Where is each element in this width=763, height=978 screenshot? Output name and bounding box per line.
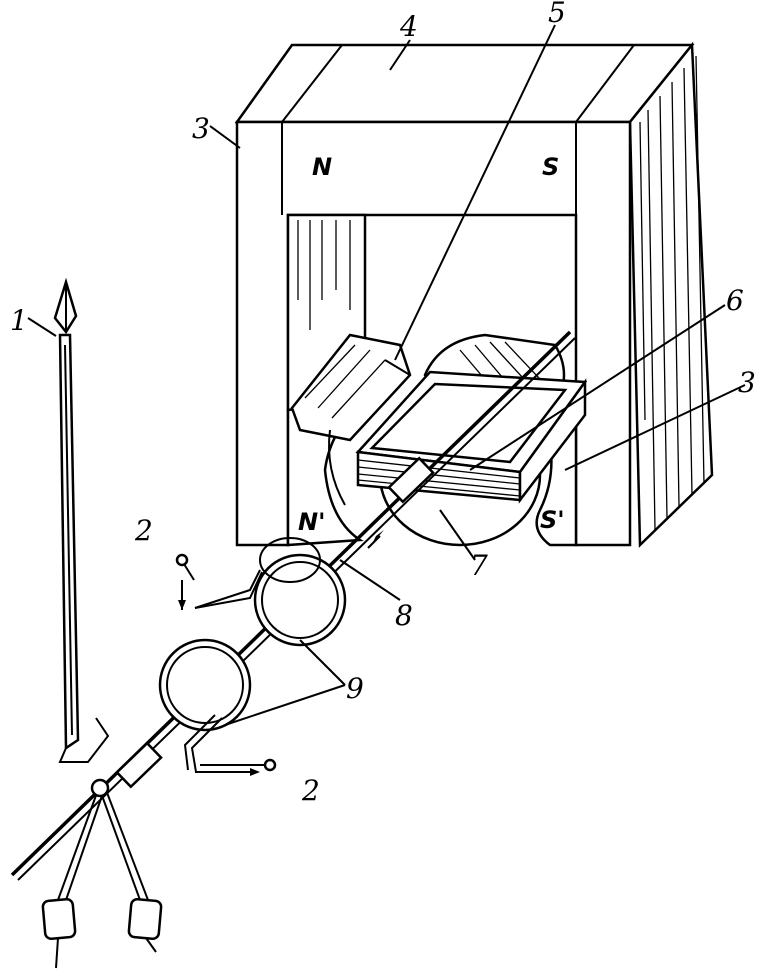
pole-label-north: N bbox=[312, 153, 332, 181]
callout-core: 5 bbox=[548, 0, 566, 29]
callout-magnet: 4 bbox=[399, 10, 418, 43]
callout-axle: 8 bbox=[395, 599, 413, 632]
callout-cylinder: 7 bbox=[470, 549, 488, 582]
magnet-right-side bbox=[628, 41, 714, 548]
pole-label-south: S bbox=[542, 153, 559, 181]
pole-label-south-prime: S' bbox=[540, 506, 565, 534]
lead-bottom bbox=[183, 714, 277, 776]
magnet-top-face bbox=[234, 43, 695, 124]
callout-pole-shoe-right: 3 bbox=[738, 366, 756, 399]
callout-coil-frame: 6 bbox=[726, 284, 744, 317]
moving-coil-frame bbox=[355, 333, 588, 504]
pointer bbox=[53, 277, 110, 763]
callout-pole-shoe-left: 3 bbox=[192, 112, 210, 145]
callout-pointer: 1 bbox=[10, 304, 28, 337]
spring-spirals bbox=[158, 537, 347, 732]
counterweights bbox=[41, 778, 163, 969]
core bbox=[290, 333, 412, 442]
callout-spring-spirals: 9 bbox=[346, 672, 364, 705]
lead-top bbox=[175, 553, 263, 610]
permanent-magnet bbox=[234, 41, 714, 548]
callout-spring-bottom: 2 bbox=[301, 774, 320, 807]
callout-spring-top: 2 bbox=[134, 514, 153, 547]
leader-lines bbox=[27, 24, 746, 726]
pole-label-north-prime: N' bbox=[298, 508, 325, 536]
